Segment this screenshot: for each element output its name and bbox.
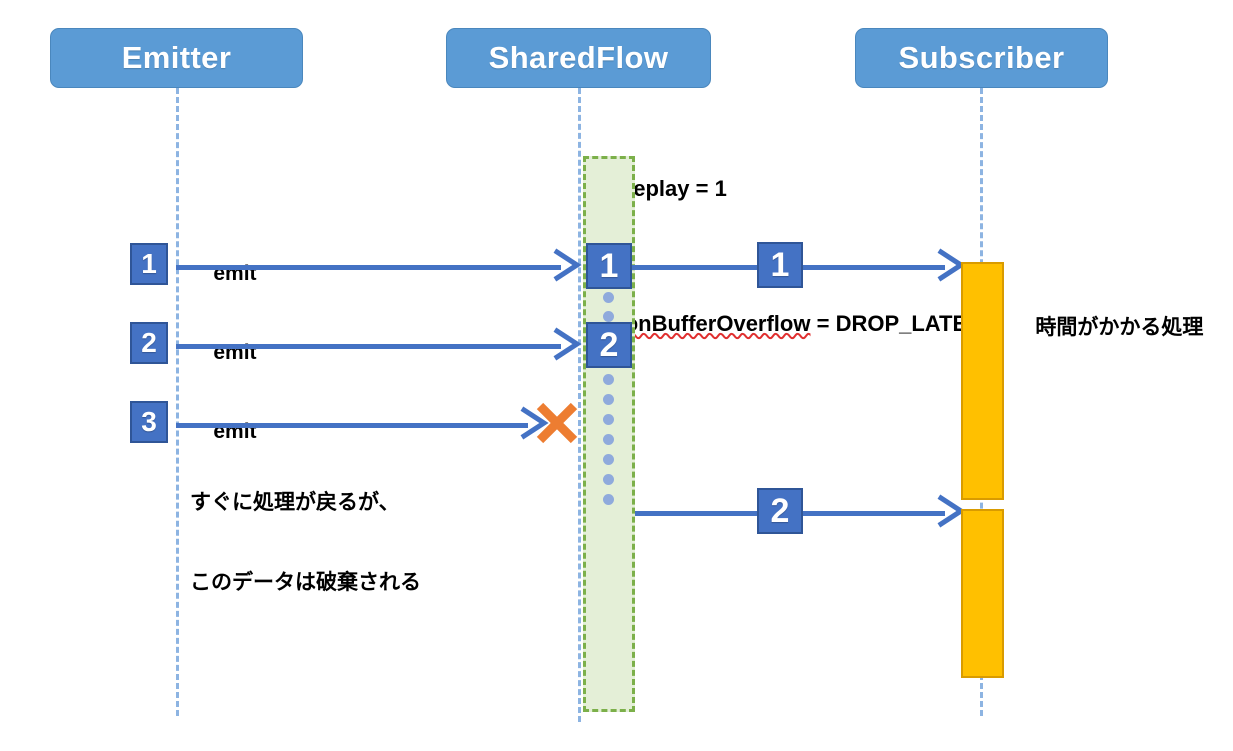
buffer-dot <box>603 394 614 405</box>
lifeline-emitter <box>176 88 179 716</box>
config-eq-2: = <box>810 310 836 336</box>
lifeline-sharedflow <box>578 88 581 722</box>
buffer-dot <box>603 474 614 485</box>
participant-emitter-label: Emitter <box>121 40 232 75</box>
buffer-value-box-2: 2 <box>586 322 632 368</box>
emit-arrow-1 <box>176 265 561 270</box>
buffer-value-box-1: 1 <box>586 243 632 289</box>
emit-label-1: emit <box>190 234 256 315</box>
slow-processing-note-text: 時間がかかる処理 <box>1035 315 1204 339</box>
buffer-dot <box>603 292 614 303</box>
emit-source-box-1-value: 1 <box>141 248 157 279</box>
emit-source-box-1: 1 <box>130 243 168 285</box>
buffer-dot <box>603 454 614 465</box>
participant-emitter[interactable]: Emitter <box>50 28 303 88</box>
config-note-line-replay: replay = 1 <box>588 150 995 230</box>
drop-note-line-2: このデータは破棄される <box>190 571 421 595</box>
emit-arrow-3 <box>176 423 528 428</box>
participant-sharedflow[interactable]: SharedFlow <box>446 28 711 88</box>
config-value-replay: 1 <box>714 176 727 202</box>
emit-arrow-2 <box>176 344 561 349</box>
slow-processing-note: 時間がかかる処理 <box>1012 288 1203 369</box>
buffer-dot <box>603 311 614 322</box>
buffer-dot <box>603 434 614 445</box>
participant-sharedflow-label: SharedFlow <box>488 40 669 75</box>
delivery-value-box-1-value: 1 <box>770 245 790 284</box>
emit-source-box-3: 3 <box>130 401 168 443</box>
drop-marker-x-icon <box>534 400 580 451</box>
emit-label-2: emit <box>190 313 256 394</box>
buffer-dot <box>603 414 614 425</box>
buffer-dot <box>603 374 614 385</box>
buffer-value-box-1-value: 1 <box>599 246 619 285</box>
config-eq-1: = <box>689 176 715 202</box>
config-key-replay: replay <box>624 176 690 202</box>
subscriber-activation-bar-1 <box>961 262 1004 500</box>
emit-source-box-2: 2 <box>130 322 168 364</box>
config-note-line-overflow: onBufferOverflow = DROP_LATEST <box>588 284 996 364</box>
drop-note-line-1: すぐに処理が戻るが、 <box>190 490 400 514</box>
drop-note: すぐに処理が戻るが、 このデータは破棄される <box>190 436 421 651</box>
participant-subscriber[interactable]: Subscriber <box>855 28 1108 88</box>
delivery-value-box-2: 2 <box>757 488 803 534</box>
emit-source-box-3-value: 3 <box>141 406 157 437</box>
buffer-value-box-2-value: 2 <box>599 325 619 364</box>
emit-source-box-2-value: 2 <box>141 327 157 358</box>
buffer-dot <box>603 494 614 505</box>
participant-subscriber-label: Subscriber <box>898 40 1065 75</box>
delivery-value-box-2-value: 2 <box>770 491 790 530</box>
delivery-value-box-1: 1 <box>757 242 803 288</box>
config-key-onbufferoverflow: onBufferOverflow <box>624 310 811 336</box>
subscriber-activation-bar-2 <box>961 509 1004 678</box>
